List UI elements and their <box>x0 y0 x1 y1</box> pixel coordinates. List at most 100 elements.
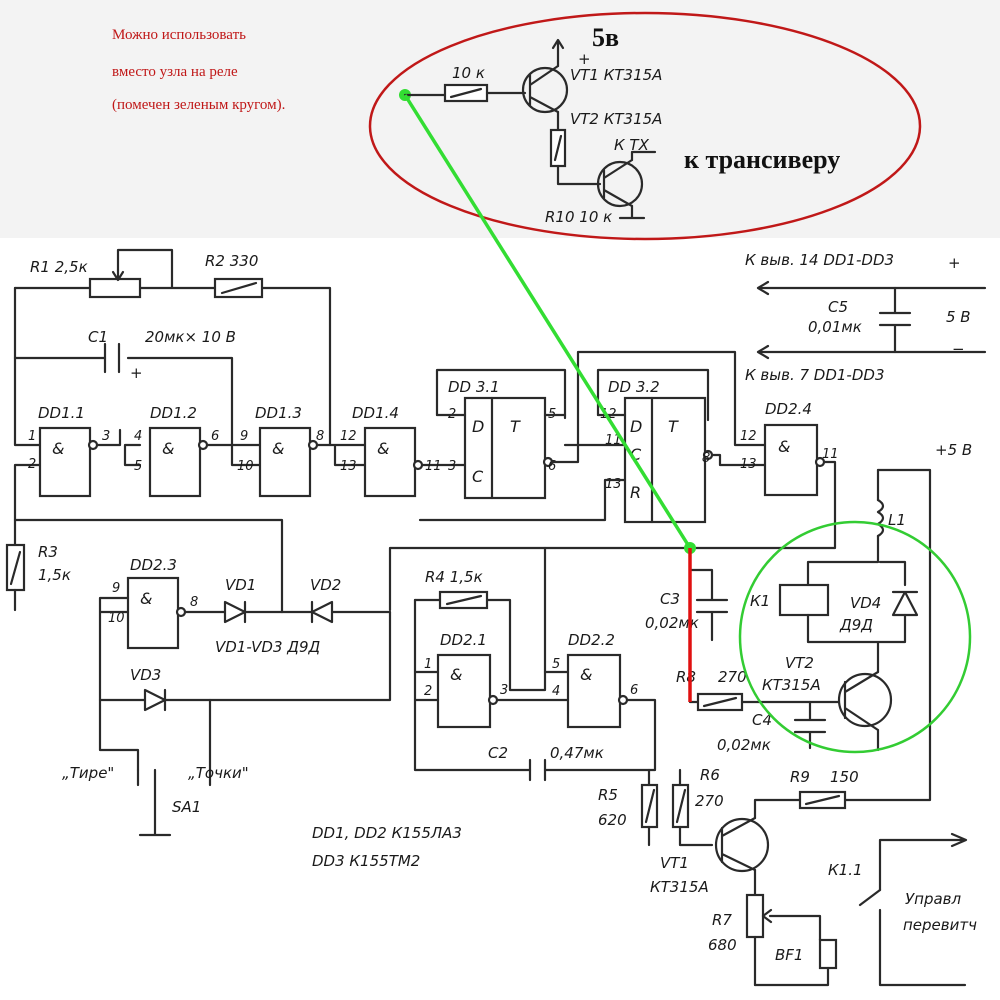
inset-r10: R10 10 к <box>545 208 612 226</box>
flipflop-dd3-1: D T C 2 3 5 6 <box>435 350 767 500</box>
rail-5v: 5 В <box>946 308 971 326</box>
svg-text:5: 5 <box>134 459 142 474</box>
c1-plus: + <box>130 364 143 382</box>
label-r5-value: 620 <box>598 811 627 829</box>
power-rail <box>756 280 987 360</box>
svg-text:1: 1 <box>424 657 432 672</box>
r2-mark <box>220 281 258 295</box>
svg-text:13: 13 <box>740 457 757 472</box>
label-r5: R5 <box>598 786 618 804</box>
label-dd1-3: DD1.3 <box>255 404 302 422</box>
gate-dd2-3: & 9 10 8 <box>98 576 198 772</box>
svg-text:8: 8 <box>190 595 198 610</box>
label-l1: L1 <box>888 511 906 529</box>
label-vt1-type: КТ315А <box>650 878 709 896</box>
svg-text:12: 12 <box>340 429 357 444</box>
switch-sa1 <box>136 768 212 837</box>
svg-text:2: 2 <box>424 684 432 699</box>
gate-dd1-3: & 9 10 8 <box>237 426 324 498</box>
label-pin14: К выв. 14 DD1-DD3 <box>745 251 894 269</box>
top-band <box>0 0 1000 238</box>
svg-text:&: & <box>778 437 790 456</box>
relay-highlight-circle <box>738 520 972 754</box>
label-vd-group: VD1-VD3 Д9Д <box>215 638 321 656</box>
label-c2-value: 0,47мк <box>550 744 604 762</box>
label-c4: C4 <box>752 711 772 729</box>
label-dd3-1: DD 3.1 <box>448 378 500 396</box>
svg-text:C: C <box>472 467 484 486</box>
inset-supply: 5в <box>592 23 619 52</box>
label-dd1-1: DD1.1 <box>38 404 85 422</box>
svg-text:R: R <box>630 483 641 502</box>
svg-text:11: 11 <box>822 447 839 462</box>
r1-wiper <box>111 268 125 282</box>
label-bf1: BF1 <box>775 946 803 964</box>
label-r9-value: 150 <box>830 768 859 786</box>
svg-text:4: 4 <box>134 429 142 444</box>
svg-text:4: 4 <box>552 684 560 699</box>
r3-resistor <box>5 543 26 612</box>
label-vd1: VD1 <box>225 576 256 594</box>
label-dd2-4: DD2.4 <box>765 400 812 418</box>
relay-contact-k1-1 <box>858 832 968 987</box>
svg-text:6: 6 <box>630 683 638 698</box>
label-dd2-2: DD2.2 <box>568 631 615 649</box>
inset-r-base: 10 к <box>452 64 485 82</box>
rail-minus: − <box>952 340 965 358</box>
svg-text:&: & <box>580 665 592 684</box>
label-k1-1: К1.1 <box>828 861 863 879</box>
svg-text:D: D <box>630 417 642 436</box>
inset-vt1: VT1 КТ315А <box>570 66 662 84</box>
c1-capacitor <box>103 342 121 374</box>
svg-text:1: 1 <box>28 429 36 444</box>
svg-text:10: 10 <box>237 459 254 474</box>
label-vd3: VD3 <box>130 666 161 684</box>
label-c1-value: 20мк× 10 В <box>145 328 236 346</box>
label-r6-value: 270 <box>695 792 724 810</box>
relay-circuit <box>778 468 932 802</box>
label-dd1-4: DD1.4 <box>352 404 399 422</box>
label-vd4: VD4 <box>850 594 881 612</box>
note-line-3: (помечен зеленым кругом). <box>112 97 286 113</box>
svg-text:&: & <box>377 439 389 458</box>
label-r8: R8 <box>676 668 696 686</box>
svg-text:13: 13 <box>340 459 357 474</box>
svg-text:&: & <box>162 439 174 458</box>
label-control-1: Управл <box>905 890 962 908</box>
svg-text:6: 6 <box>211 429 219 444</box>
capacitor-c3 <box>688 568 729 642</box>
svg-text:3: 3 <box>500 683 508 698</box>
svg-text:&: & <box>52 439 64 458</box>
inset-circuit <box>399 38 657 220</box>
note-line-1: Можно использовать <box>112 27 246 43</box>
note-line-2: вместо узла на реле <box>112 64 238 80</box>
label-k1: К1 <box>750 592 770 610</box>
svg-text:9: 9 <box>112 581 120 596</box>
svg-text:6: 6 <box>548 459 556 474</box>
label-vt2: VT2 <box>785 654 814 672</box>
label-dd3-2: DD 3.2 <box>608 378 660 396</box>
capacitor-c4 <box>793 700 827 750</box>
label-r3-value: 1,5к <box>38 566 71 584</box>
svg-text:T: T <box>668 417 679 436</box>
inset-to-transceiver: к трансиверу <box>684 145 840 174</box>
label-r2: R2 330 <box>205 252 258 270</box>
svg-text:&: & <box>140 589 152 608</box>
label-r9: R9 <box>790 768 810 786</box>
output-stage <box>640 768 847 987</box>
label-c5-value: 0,01мк <box>808 318 862 336</box>
diode-vd2 <box>280 600 392 624</box>
gate-dd1-2: & 4 5 6 <box>134 426 219 498</box>
svg-text:3: 3 <box>448 459 456 474</box>
inset-oval <box>368 11 922 241</box>
svg-text:8: 8 <box>702 451 710 466</box>
label-vt2-type: КТ315А <box>762 676 821 694</box>
label-control-2: перевитч <box>903 916 977 934</box>
label-chips-2: DD3 К155ТМ2 <box>312 852 420 870</box>
label-c5: C5 <box>828 298 848 316</box>
inset-vt2: VT2 КТ315А <box>570 110 662 128</box>
label-r4: R4 1,5к <box>425 568 483 586</box>
label-r3: R3 <box>38 543 58 561</box>
r1-resistor <box>88 277 142 299</box>
